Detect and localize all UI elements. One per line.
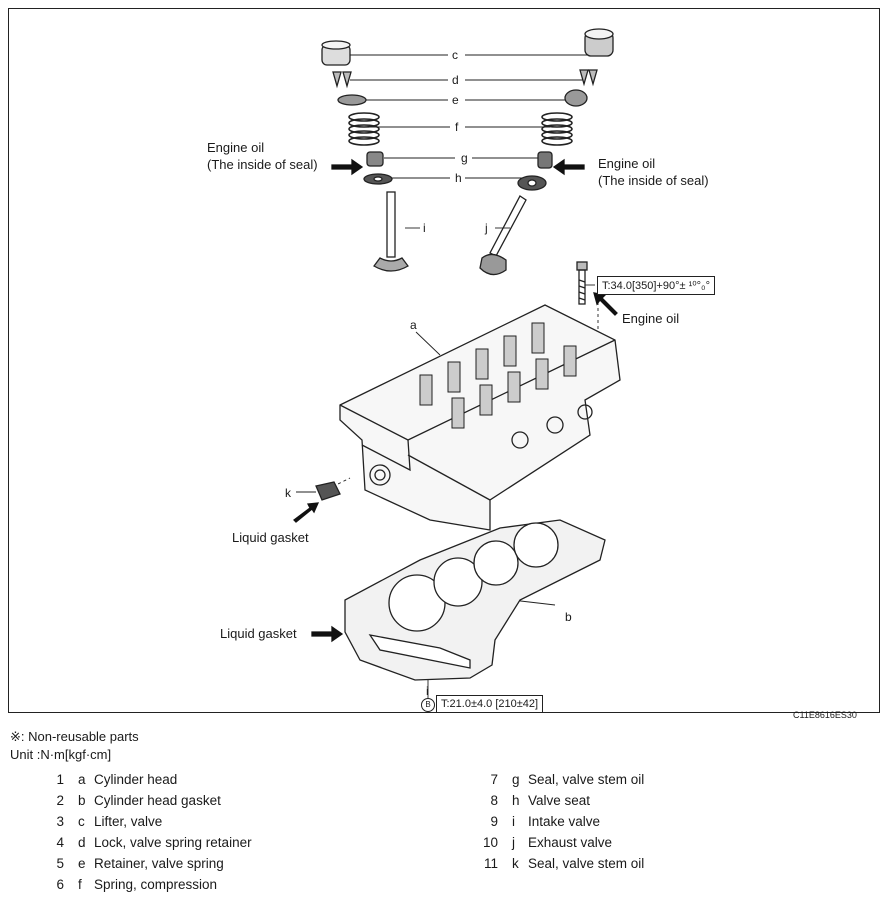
right-spring bbox=[541, 112, 573, 146]
legend-item: 11 k Seal, valve stem oil bbox=[470, 856, 644, 871]
legend-letter: d bbox=[78, 835, 86, 850]
letter-b: b bbox=[565, 610, 572, 624]
legend-part-name: Seal, valve stem oil bbox=[528, 772, 645, 787]
legend-number: 8 bbox=[490, 793, 498, 808]
legend-part-name: Spring, compression bbox=[94, 877, 218, 892]
non-reusable-note: ※: Non-reusable parts bbox=[10, 729, 139, 744]
legend-number: 9 bbox=[490, 814, 498, 829]
engine-oil-left-sublabel: (The inside of seal) bbox=[207, 157, 318, 172]
legend-part-name: Retainer, valve spring bbox=[94, 856, 224, 871]
legend-part-name: Cylinder head bbox=[94, 772, 178, 787]
legend-letter: g bbox=[512, 772, 520, 787]
legend-letter: a bbox=[78, 772, 86, 787]
legend-part-name: Cylinder head gasket bbox=[94, 793, 221, 808]
figure-code: C11E8616ES30 bbox=[793, 710, 857, 720]
legend-part-name: Seal, valve stem oil bbox=[528, 856, 645, 871]
letter-h: h bbox=[455, 171, 462, 185]
legend-number: 3 bbox=[56, 814, 64, 829]
cylinder-head bbox=[339, 304, 621, 531]
legend-number: 6 bbox=[56, 877, 64, 892]
letter-f: f bbox=[455, 120, 459, 134]
legend-letter: i bbox=[512, 814, 515, 829]
plug-torque-text: T:21.0±4.0 [210±42] bbox=[441, 698, 539, 710]
plug-torque-box: T:21.0±4.0 [210±42] bbox=[436, 695, 544, 713]
letter-a: a bbox=[410, 318, 417, 332]
legend-part-name: Exhaust valve bbox=[528, 835, 613, 850]
legend-number: 4 bbox=[56, 835, 64, 850]
legend-number: 5 bbox=[56, 856, 64, 871]
engine-oil-left-label: Engine oil bbox=[207, 140, 265, 155]
liquid-gasket-k-label: Liquid gasket bbox=[232, 530, 309, 545]
letter-i-plug: i bbox=[426, 684, 429, 698]
legend-item: 10 j Exhaust valve bbox=[470, 835, 612, 850]
legend-letter: j bbox=[512, 835, 515, 850]
unit-note: Unit :N·m[kgf·cm] bbox=[10, 747, 112, 762]
letter-k: k bbox=[285, 486, 291, 500]
letter-e: e bbox=[452, 93, 459, 107]
legend-letter: h bbox=[512, 793, 520, 808]
oil-arrows bbox=[293, 158, 618, 643]
legend-number: 2 bbox=[56, 793, 64, 808]
letter-c: c bbox=[452, 48, 458, 62]
liquid-gasket-b-label: Liquid gasket bbox=[220, 626, 297, 641]
legend-letter: b bbox=[78, 793, 86, 808]
legend-letter: c bbox=[78, 814, 85, 829]
right-valve-train bbox=[479, 28, 614, 276]
letter-j: j bbox=[485, 221, 488, 235]
legend-number: 10 bbox=[482, 835, 498, 850]
legend-part-name: Lock, valve spring retainer bbox=[94, 835, 252, 850]
head-bolt-torque-text: T:34.0[350]+90°± ¹⁰°₀° bbox=[602, 280, 711, 292]
legend-number: 7 bbox=[490, 772, 498, 787]
leader-lines bbox=[296, 54, 599, 700]
engine-oil-right-label: Engine oil bbox=[598, 156, 656, 171]
engine-oil-right-sublabel: (The inside of seal) bbox=[598, 173, 709, 188]
seal-k-part bbox=[315, 481, 341, 501]
legend-letter: f bbox=[78, 877, 82, 892]
plug-mark-letter: B bbox=[425, 700, 431, 709]
head-bolt bbox=[576, 261, 588, 305]
legend-part-name: Valve seat bbox=[528, 793, 591, 808]
cam-carriers bbox=[419, 322, 577, 429]
head-gasket bbox=[344, 519, 606, 681]
exploded-view-diagram bbox=[293, 28, 621, 700]
legend-part-name: Intake valve bbox=[528, 814, 601, 829]
legend-number: 11 bbox=[483, 856, 498, 871]
left-spring bbox=[348, 112, 380, 146]
letter-g: g bbox=[461, 151, 468, 165]
legend-number: 1 bbox=[56, 772, 64, 787]
legend-letter: k bbox=[512, 856, 519, 871]
plug-mark-circle: B bbox=[421, 698, 435, 712]
legend-part-name: Lifter, valve bbox=[94, 814, 163, 829]
letter-d: d bbox=[452, 73, 459, 87]
left-valve-train bbox=[321, 40, 409, 272]
engine-oil-bolt-label: Engine oil bbox=[622, 311, 680, 326]
letter-i: i bbox=[423, 221, 426, 235]
head-bolt-torque-box: T:34.0[350]+90°± ¹⁰°₀° bbox=[597, 276, 716, 295]
legend-letter: e bbox=[78, 856, 86, 871]
